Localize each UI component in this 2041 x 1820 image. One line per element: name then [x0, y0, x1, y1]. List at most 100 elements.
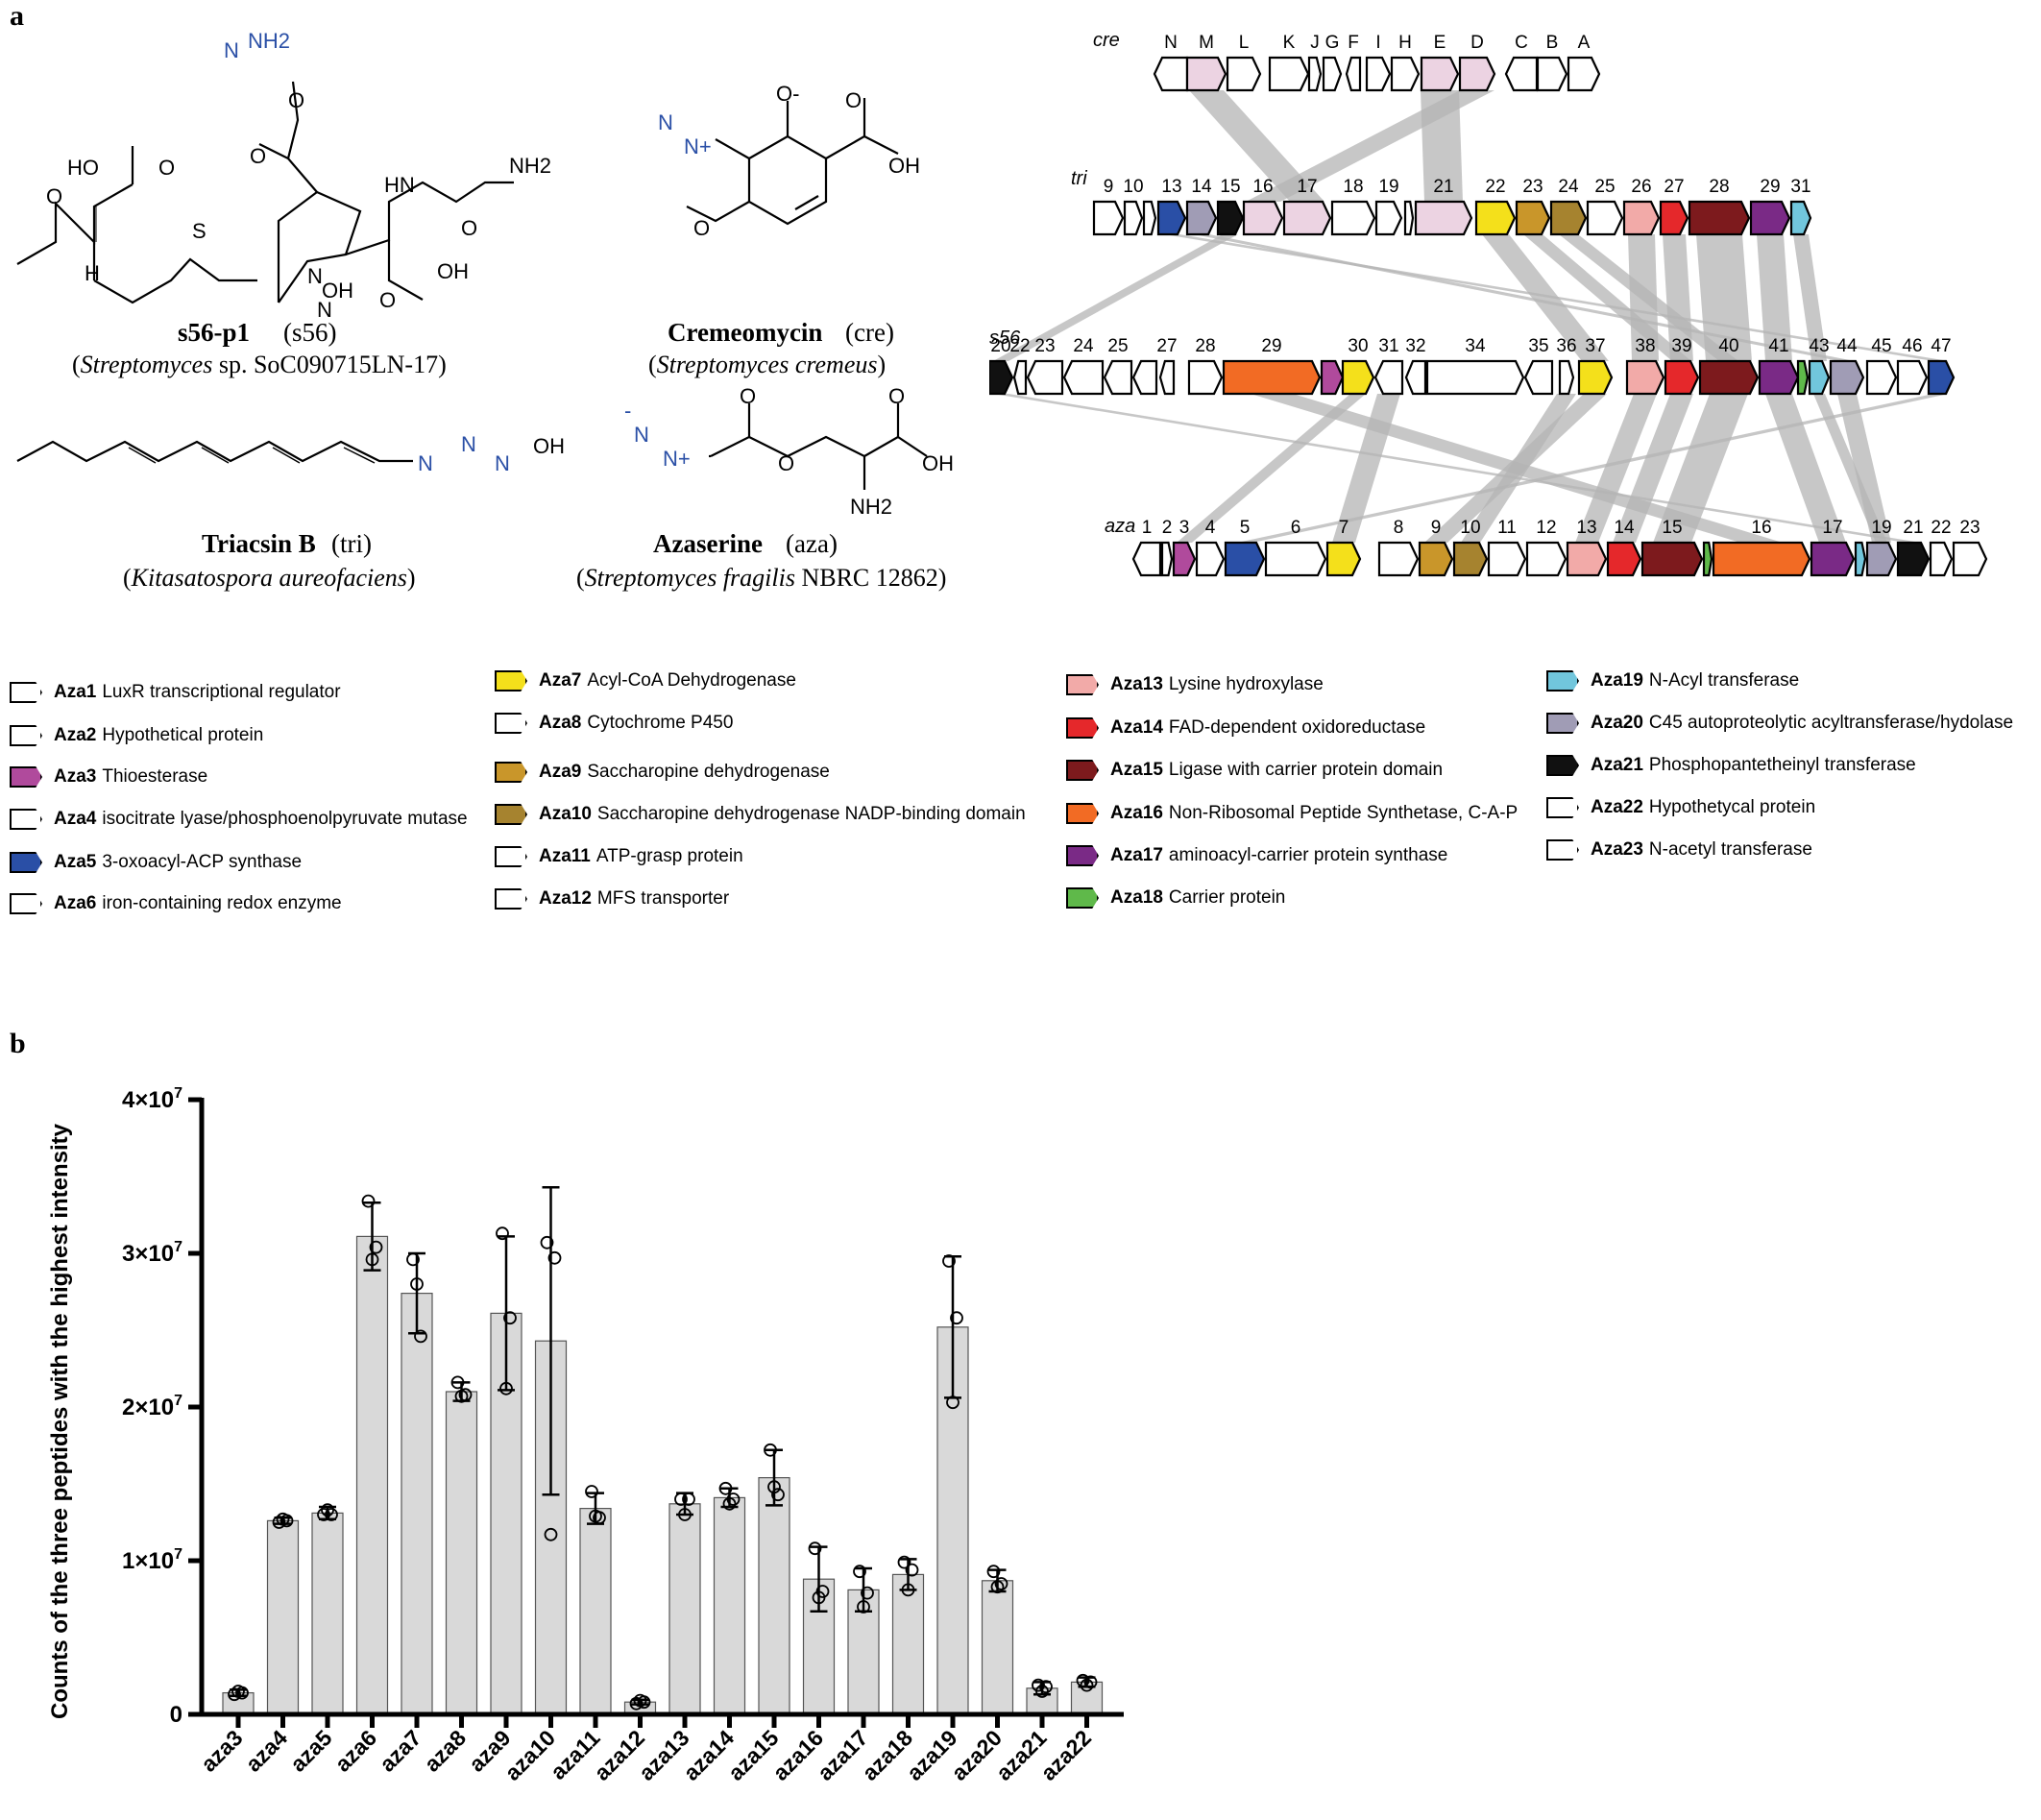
x-tick-label: aza20: [946, 1725, 1007, 1785]
s56-atom: N: [307, 264, 323, 288]
homology-link: [1663, 234, 1693, 361]
gene-label-aza: 8: [1394, 518, 1404, 538]
legend-id: Aza5: [54, 852, 97, 872]
legend-desc: Hypothetycal protein: [1648, 797, 1816, 817]
legend-desc: Phosphopantetheinyl transferase: [1648, 755, 1916, 775]
cre-atom: N+: [684, 134, 712, 158]
homology-link: [1653, 394, 1748, 543]
legend-desc: 3-oxoacyl-ACP synthase: [102, 852, 303, 872]
aza-atom: OH: [922, 451, 954, 475]
cre-source: (Streptomyces cremeus): [648, 351, 886, 378]
gene-arrow-aza: [1952, 541, 1988, 577]
data-point: [726, 1492, 741, 1506]
s56-atom: O: [250, 144, 266, 168]
gene-arrow-tri: [1659, 200, 1689, 236]
gene-label-s56: 30: [1348, 336, 1368, 356]
homology-link: [1837, 394, 1891, 543]
data-point: [547, 1250, 562, 1265]
bar: [579, 1508, 612, 1715]
bar-group: [445, 1375, 478, 1715]
gene-label-s56: 43: [1809, 336, 1829, 356]
legend-id: Aza16: [1110, 803, 1163, 823]
bars: [222, 1185, 1104, 1715]
legend-id: Aza9: [539, 762, 582, 782]
homology-link: [1628, 234, 1659, 361]
legend-id: Aza17: [1110, 845, 1163, 865]
chemical-structures: N NH2 O O HO O HN NH2 O S N H O N OH O O…: [16, 29, 954, 592]
bar-group: [891, 1555, 925, 1715]
gene-arrow-s56: [1896, 359, 1929, 396]
legend-swatch: [495, 804, 527, 825]
gene-arrow-aza: [1224, 541, 1266, 577]
legend-id: Aza22: [1591, 797, 1643, 817]
data-point: [499, 1381, 513, 1395]
bar: [355, 1235, 389, 1715]
bar: [266, 1519, 300, 1715]
gene-arrow-s56: [1158, 359, 1176, 396]
data-point: [986, 1565, 1001, 1579]
legend-desc: aminoacyl-carrier protein synthase: [1168, 845, 1448, 865]
gene-arrow-cre: [1153, 56, 1189, 92]
gene-arrow-tri: [1142, 200, 1157, 236]
legend-swatch: [10, 682, 42, 703]
gene-arrow-tri: [1474, 200, 1517, 236]
gene-label-s56: 44: [1836, 336, 1858, 356]
x-tick-label: aza12: [589, 1725, 649, 1785]
gene-label-s56: 47: [1931, 336, 1951, 356]
gene-label-aza: 16: [1751, 518, 1771, 538]
gene-arrow-s56: [1523, 359, 1554, 396]
gene-label-cre: J: [1310, 33, 1320, 53]
gene-arrow-cre: [1390, 56, 1421, 92]
s56-atom: N: [224, 38, 239, 62]
tri-atom: N: [461, 432, 476, 456]
s56-compound-name: s56-p1: [178, 318, 250, 347]
legend-desc: Non-Ribosomal Peptide Synthetase, C-A-P: [1168, 803, 1519, 823]
gene-label-s56: 29: [1261, 336, 1281, 356]
bar-group: [668, 1492, 701, 1715]
gene-label-tri: 26: [1631, 177, 1651, 197]
bar-chart: Counts of the three peptides with the hi…: [47, 1085, 1124, 1785]
gene-label-aza: 7: [1339, 518, 1349, 538]
gene-arrow-tri: [1515, 200, 1551, 236]
gene-arrow-tri: [1330, 200, 1376, 236]
gene-label-tri: 15: [1220, 177, 1240, 197]
x-tick-label: aza16: [767, 1725, 828, 1785]
gene-arrow-s56: [1187, 359, 1224, 396]
legend-desc: Hypothetical protein: [102, 725, 264, 745]
gene-label-s56: 34: [1465, 336, 1486, 356]
gene-label-cre: I: [1375, 33, 1380, 53]
s56-atom: O: [461, 216, 477, 240]
gene-arrow-s56: [989, 359, 1014, 396]
gene-label-cre: B: [1546, 33, 1559, 53]
gene-arrow-cre: [1226, 56, 1262, 92]
aza-compound-abbr: (aza): [786, 529, 838, 558]
data-point: [585, 1485, 598, 1498]
legend-id: Aza4: [54, 809, 97, 829]
gene-arrow-s56: [1808, 359, 1831, 396]
gene-arrow-aza: [1702, 541, 1713, 577]
legend-id: Aza23: [1591, 839, 1643, 860]
x-tick-label: aza17: [813, 1725, 873, 1785]
gene-arrow-cre: [1536, 56, 1568, 92]
gene-label-tri: 21: [1433, 177, 1453, 197]
x-tick-label: aza10: [499, 1725, 560, 1785]
data-point: [325, 1508, 338, 1521]
legend-id: Aza2: [54, 725, 97, 745]
gene-label-s56: 39: [1671, 336, 1691, 356]
bar-group: [222, 1685, 255, 1715]
gene-arrow-aza: [1487, 541, 1527, 577]
gene-label-tri: 14: [1191, 177, 1212, 197]
legend-swatch: [1546, 839, 1579, 861]
legend-desc: MFS transporter: [596, 888, 730, 909]
legend-swatch: [10, 766, 42, 788]
s56-atom: HO: [67, 156, 99, 180]
gene-label-cre: C: [1515, 33, 1528, 53]
s56-atoms: N NH2 O O HO O HN NH2 O S N H O N OH O O…: [46, 29, 551, 322]
legend-swatch: [495, 713, 527, 734]
s56-atom: S: [192, 219, 207, 243]
